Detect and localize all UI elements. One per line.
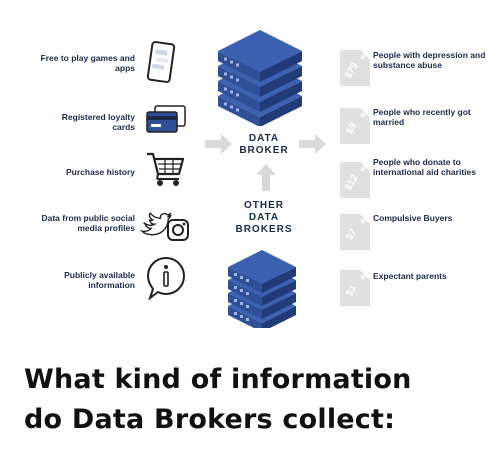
target-label-depression: People with depression and substance abu… bbox=[373, 50, 486, 70]
page-headline: What kind of information do Data Brokers… bbox=[24, 360, 494, 440]
target-label-married: People who recently got married bbox=[373, 107, 471, 127]
price-tag-1: $1 bbox=[340, 270, 370, 306]
data-broker-server-icon bbox=[218, 30, 302, 126]
source-label-public: Publicly available information bbox=[64, 270, 135, 290]
server-slab bbox=[218, 30, 302, 82]
arrow-to-broker bbox=[205, 134, 232, 154]
credit-card-icon bbox=[146, 105, 186, 133]
info-bubble-icon bbox=[146, 256, 186, 300]
source-label-games: Free to play games and apps bbox=[40, 53, 135, 73]
headline-line-2: do Data Brokers collect: bbox=[24, 404, 396, 435]
price-tag-7: $7 bbox=[340, 214, 370, 250]
source-label-social: Data from public social media profiles bbox=[41, 213, 135, 233]
target-label-charities: People who donate to international aid c… bbox=[373, 157, 476, 177]
target-label-compulsive: Compulsive Buyers bbox=[373, 213, 453, 223]
social-media-icon bbox=[140, 212, 189, 241]
arrow-up-to-broker bbox=[256, 164, 276, 191]
price-9: $9 bbox=[344, 121, 359, 137]
source-label-loyalty: Registered loyalty cards bbox=[61, 112, 135, 132]
server-slab bbox=[228, 250, 296, 293]
price-7: $7 bbox=[344, 227, 359, 243]
other-data-brokers-label: OTHER DATA BROKERS bbox=[235, 200, 293, 235]
arrow-from-broker bbox=[299, 134, 326, 154]
data-broker-label: DATA BROKER bbox=[239, 133, 289, 156]
source-label-purchase: Purchase history bbox=[66, 167, 135, 177]
price-tag-12: $12 bbox=[340, 162, 370, 198]
price-tag-9: $9 bbox=[340, 108, 370, 144]
smartphone-icon bbox=[146, 41, 176, 83]
target-label-expectant: Expectant parents bbox=[373, 271, 447, 281]
shopping-cart-icon bbox=[147, 152, 185, 186]
price-1: $1 bbox=[344, 283, 359, 299]
price-tag-79: $79 bbox=[340, 50, 370, 86]
other-brokers-server-icon bbox=[228, 250, 296, 328]
headline-line-1: What kind of information bbox=[24, 364, 412, 395]
